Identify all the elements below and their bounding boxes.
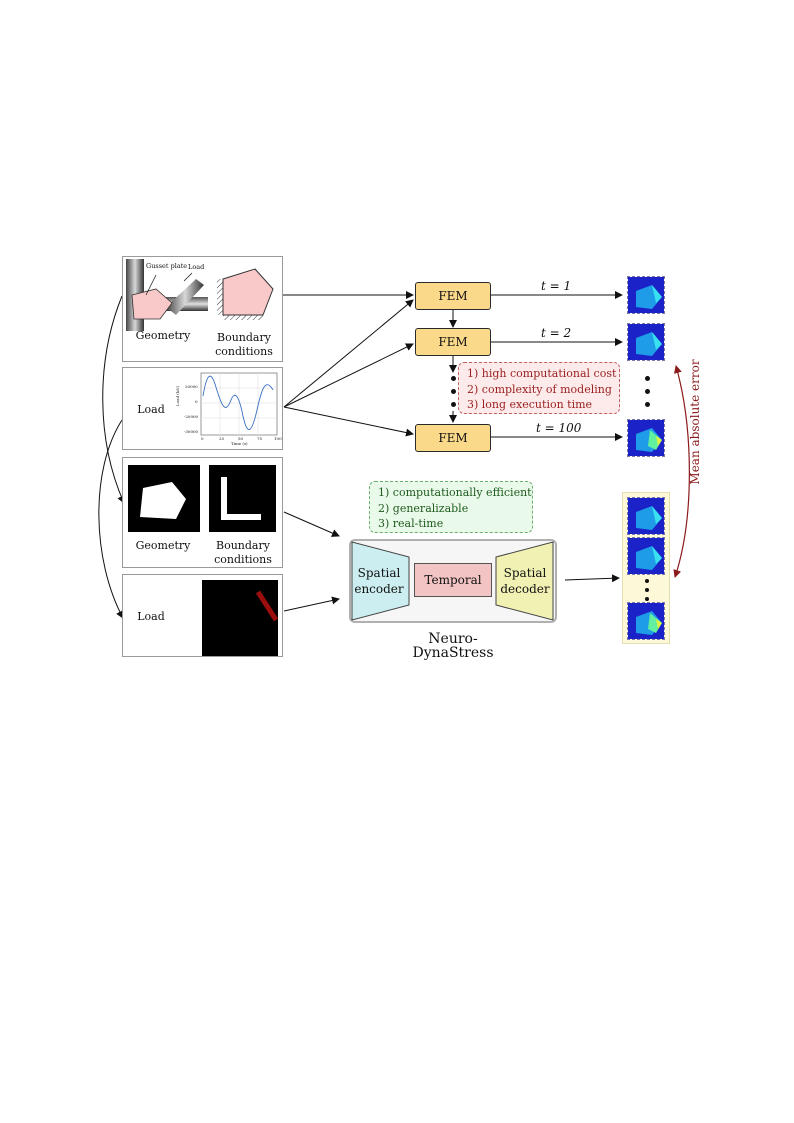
load-plot-xtick-2: 50 (238, 436, 244, 441)
fem-load-label: Load (137, 403, 165, 416)
nn-load-panel: Load (122, 574, 283, 657)
fem-output-heatmap-t2 (627, 323, 665, 361)
load-plot-ytick-2: -20000 (184, 414, 199, 419)
predicted-heatmap-2 (627, 537, 665, 575)
arrow-nn-load-to-model (283, 596, 340, 612)
fem-box-t2: FEM (415, 328, 491, 356)
fem-output-heatmap-t1 (627, 276, 665, 314)
mean-absolute-error-label: Mean absolute error (688, 359, 702, 485)
boundary-plate-drawing (217, 268, 274, 320)
load-mask-image (202, 580, 279, 656)
fem-ellipsis-dot (451, 376, 456, 381)
fem-box-t100: FEM (415, 424, 491, 452)
nn-geometry-label: Geometry (135, 539, 191, 552)
fem-ellipsis-dot (451, 389, 456, 394)
fem-box-t1: FEM (415, 282, 491, 310)
fem-geometry-panel: Gusset plate Load Geometry Boundary cond… (122, 256, 283, 362)
drawback-item: 3) long execution time (467, 398, 593, 411)
arrow-load-to-fem2 (283, 343, 414, 408)
nn-boundary-label-2: conditions (214, 553, 272, 566)
predicted-heatmap-last (627, 602, 665, 640)
model-name-label: Neuro-DynaStress (412, 631, 494, 661)
load-time-plot (200, 372, 278, 436)
load-plot-ytick-0: 20000 (185, 384, 198, 389)
nn-boundary-label-1: Boundary (216, 539, 270, 552)
predicted-heatmap-1 (627, 497, 665, 535)
fem-boundary-label-1: Boundary (217, 331, 271, 344)
spatial-decoder-label-2: decoder (500, 582, 550, 596)
temporal-block: Temporal (414, 563, 492, 597)
load-plot-ytick-1: 0 (195, 399, 198, 404)
fem-geometry-label: Geometry (135, 329, 191, 342)
time-label-t100: t = 100 (536, 421, 582, 435)
fem-boundary-label-2: conditions (215, 345, 273, 358)
spatial-decoder-label-1: Spatial (503, 566, 547, 580)
output-ellipsis-dot (645, 402, 650, 407)
fem-ellipsis-dot (451, 402, 456, 407)
model-advantages-box: 1) computationally efficient 2) generali… (369, 481, 533, 533)
spatial-decoder-shape (495, 541, 554, 621)
load-arrow-label: Load (188, 263, 205, 271)
arrow-nn-geometry-to-model (283, 511, 340, 537)
spatial-encoder-label-1: Spatial (357, 566, 401, 580)
gusset-plate-label: Gusset plate (145, 262, 189, 270)
load-plot-xtick-1: 25 (219, 436, 225, 441)
gusset-plate-drawing (126, 259, 208, 331)
drawback-item: 1) high computational cost (467, 367, 617, 380)
output-ellipsis-dot (645, 389, 650, 394)
curve-load-to-nn-load (98, 419, 124, 619)
advantage-item: 2) generalizable (378, 501, 469, 515)
load-plot-xtick-0: 0 (201, 436, 204, 441)
arrow-load-to-fem100 (283, 406, 414, 437)
spatial-encoder-shape (351, 541, 410, 621)
fem-load-panel: Load Load (kN) 20000 0 -20000 -30000 0 2… (122, 367, 283, 450)
drawback-item: 2) complexity of modeling (467, 382, 612, 396)
load-plot-xtick-3: 75 (257, 436, 263, 441)
load-plot-ytick-3: -30000 (184, 429, 199, 434)
predicted-ellipsis-dot (645, 579, 649, 583)
error-arc (673, 365, 690, 578)
time-label-t1: t = 1 (541, 279, 572, 293)
predicted-ellipsis-dot (645, 588, 649, 592)
advantage-item: 3) real-time (378, 517, 444, 530)
nn-load-label: Load (137, 610, 165, 623)
load-plot-xlabel: Time (s) (231, 441, 248, 446)
arrow-model-to-prediction (564, 574, 620, 583)
arrow-load-to-fem1 (283, 299, 414, 408)
time-label-t2: t = 2 (541, 326, 572, 340)
boundary-mask-image (209, 465, 276, 532)
fem-drawbacks-box: 1) high computational cost 2) complexity… (458, 362, 620, 414)
spatial-encoder-label-2: encoder (354, 582, 404, 596)
geometry-mask-image (128, 465, 200, 532)
load-plot-xtick-4: 100 (274, 436, 282, 441)
advantage-item: 1) computationally efficient (378, 486, 532, 499)
output-ellipsis-dot (645, 376, 650, 381)
load-plot-ylabel: Load (kN) (175, 385, 180, 406)
curve-geometry-to-nn-geometry (102, 295, 125, 504)
predicted-ellipsis-dot (645, 597, 649, 601)
nn-geometry-panel: Geometry Boundary conditions (122, 457, 283, 568)
fem-output-heatmap-t100 (627, 419, 665, 457)
